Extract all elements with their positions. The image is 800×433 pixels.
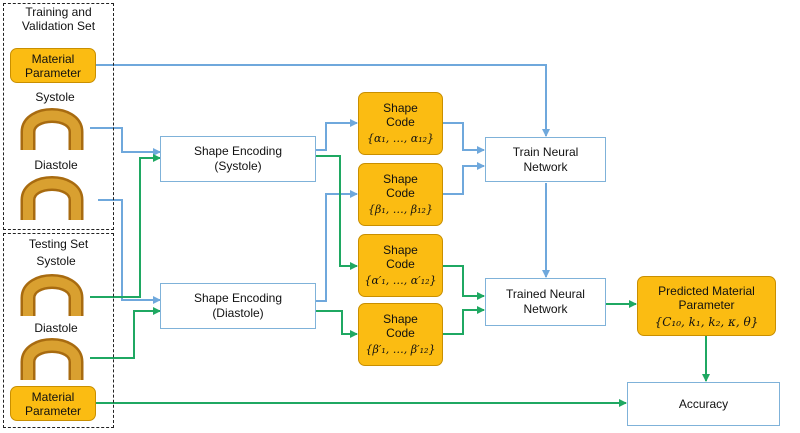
training-set-title-line1: Training and [25, 5, 92, 19]
arrow-test-dia-to-diaencoder [90, 307, 161, 359]
training-diastole-aorta-image [20, 176, 84, 220]
arrow-sysencoder-to-code3 [316, 155, 358, 270]
training-material-parameter: Material Parameter [10, 48, 96, 83]
shape-code-beta-line2: Code [386, 186, 415, 200]
arrow-sys-to-sysencoder [90, 127, 161, 156]
accuracy-label: Accuracy [678, 396, 729, 411]
shape-code-beta-prime: Shape Code {β′₁, …, β′₁₂} [358, 303, 443, 366]
shape-code-beta-prime-math: {β′₁, …, β′₁₂} [365, 343, 436, 356]
arrow-code3-to-trained [443, 265, 485, 300]
shape-code-alpha-line1: Shape [383, 101, 418, 115]
shape-code-alpha-line2: Code [386, 115, 415, 129]
arrow-diaencoder-to-code4 [316, 310, 358, 338]
train-network-line2: Network [523, 159, 568, 174]
testing-diastole-label: Diastole [34, 321, 78, 335]
prediction-line1: Predicted Material [658, 283, 755, 298]
shape-encoding-systole-line2: (Systole) [214, 159, 262, 173]
trained-neural-network-box: Trained Neural Network [485, 278, 606, 326]
shape-encoding-systole-box: Shape Encoding (Systole) [160, 136, 316, 182]
shape-code-beta-math: {β₁, …, β₁₂} [368, 203, 433, 216]
testing-material-parameter-line1: Material [31, 389, 75, 404]
shape-code-alpha-math: {α₁, …, α₁₂} [366, 132, 435, 145]
training-material-parameter-line2: Parameter [24, 65, 82, 80]
predicted-material-parameter: Predicted Material Parameter {C₁₀, k₁, k… [637, 276, 776, 336]
shape-code-beta-prime-line2: Code [386, 326, 415, 340]
training-material-parameter-line1: Material [31, 51, 75, 66]
accuracy-box: Accuracy [627, 382, 780, 426]
shape-code-alpha: Shape Code {α₁, …, α₁₂} [358, 92, 443, 155]
shape-code-alpha-prime-math: {α′₁, …, α′₁₂} [364, 274, 437, 287]
testing-diastole-aorta-image [20, 338, 84, 380]
arrow-diaencoder-to-code2 [316, 190, 358, 302]
arrow-material-to-train [95, 64, 550, 137]
arrow-code2-to-train [443, 162, 485, 195]
training-set-title: Training and Validation Set [3, 5, 114, 33]
train-neural-network-box: Train Neural Network [485, 137, 606, 182]
prediction-line2: Parameter [678, 297, 735, 312]
shape-encoding-diastole-box: Shape Encoding (Diastole) [160, 283, 316, 329]
arrow-sysencoder-to-code1 [316, 119, 358, 151]
trained-network-line2: Network [523, 302, 568, 316]
trained-network-line1: Trained Neural [506, 287, 585, 301]
shape-code-alpha-prime-line1: Shape [383, 243, 418, 257]
testing-set-title: Testing Set [28, 237, 89, 251]
shape-code-alpha-prime-line2: Code [386, 257, 415, 271]
shape-code-beta-prime-line1: Shape [383, 312, 418, 326]
training-diastole-label: Diastole [34, 158, 78, 172]
training-systole-label: Systole [35, 90, 75, 104]
testing-material-parameter-line2: Parameter [24, 403, 82, 418]
train-network-line1: Train Neural [512, 144, 579, 159]
arrow-code4-to-trained [443, 306, 485, 335]
arrow-code1-to-train [443, 122, 485, 154]
arrow-dia-to-diaencoder [98, 199, 161, 304]
arrow-test-sys-to-sysencoder [90, 154, 161, 298]
training-set-group [3, 3, 114, 230]
testing-systole-aorta-image [20, 274, 84, 316]
shape-encoding-diastole-line1: Shape Encoding [193, 291, 283, 305]
training-set-title-line2: Validation Set [21, 19, 96, 33]
testing-systole-label: Systole [36, 254, 76, 268]
prediction-math: {C₁₀, k₁, k₂, κ, θ} [654, 314, 759, 329]
shape-code-beta: Shape Code {β₁, …, β₁₂} [358, 163, 443, 226]
shape-code-alpha-prime: Shape Code {α′₁, …, α′₁₂} [358, 234, 443, 297]
shape-code-beta-line1: Shape [383, 172, 418, 186]
testing-set-group [3, 233, 114, 428]
shape-encoding-diastole-line2: (Diastole) [212, 306, 264, 320]
training-systole-aorta-image [20, 108, 84, 150]
shape-encoding-systole-line1: Shape Encoding [193, 144, 283, 158]
testing-material-parameter: Material Parameter [10, 386, 96, 421]
